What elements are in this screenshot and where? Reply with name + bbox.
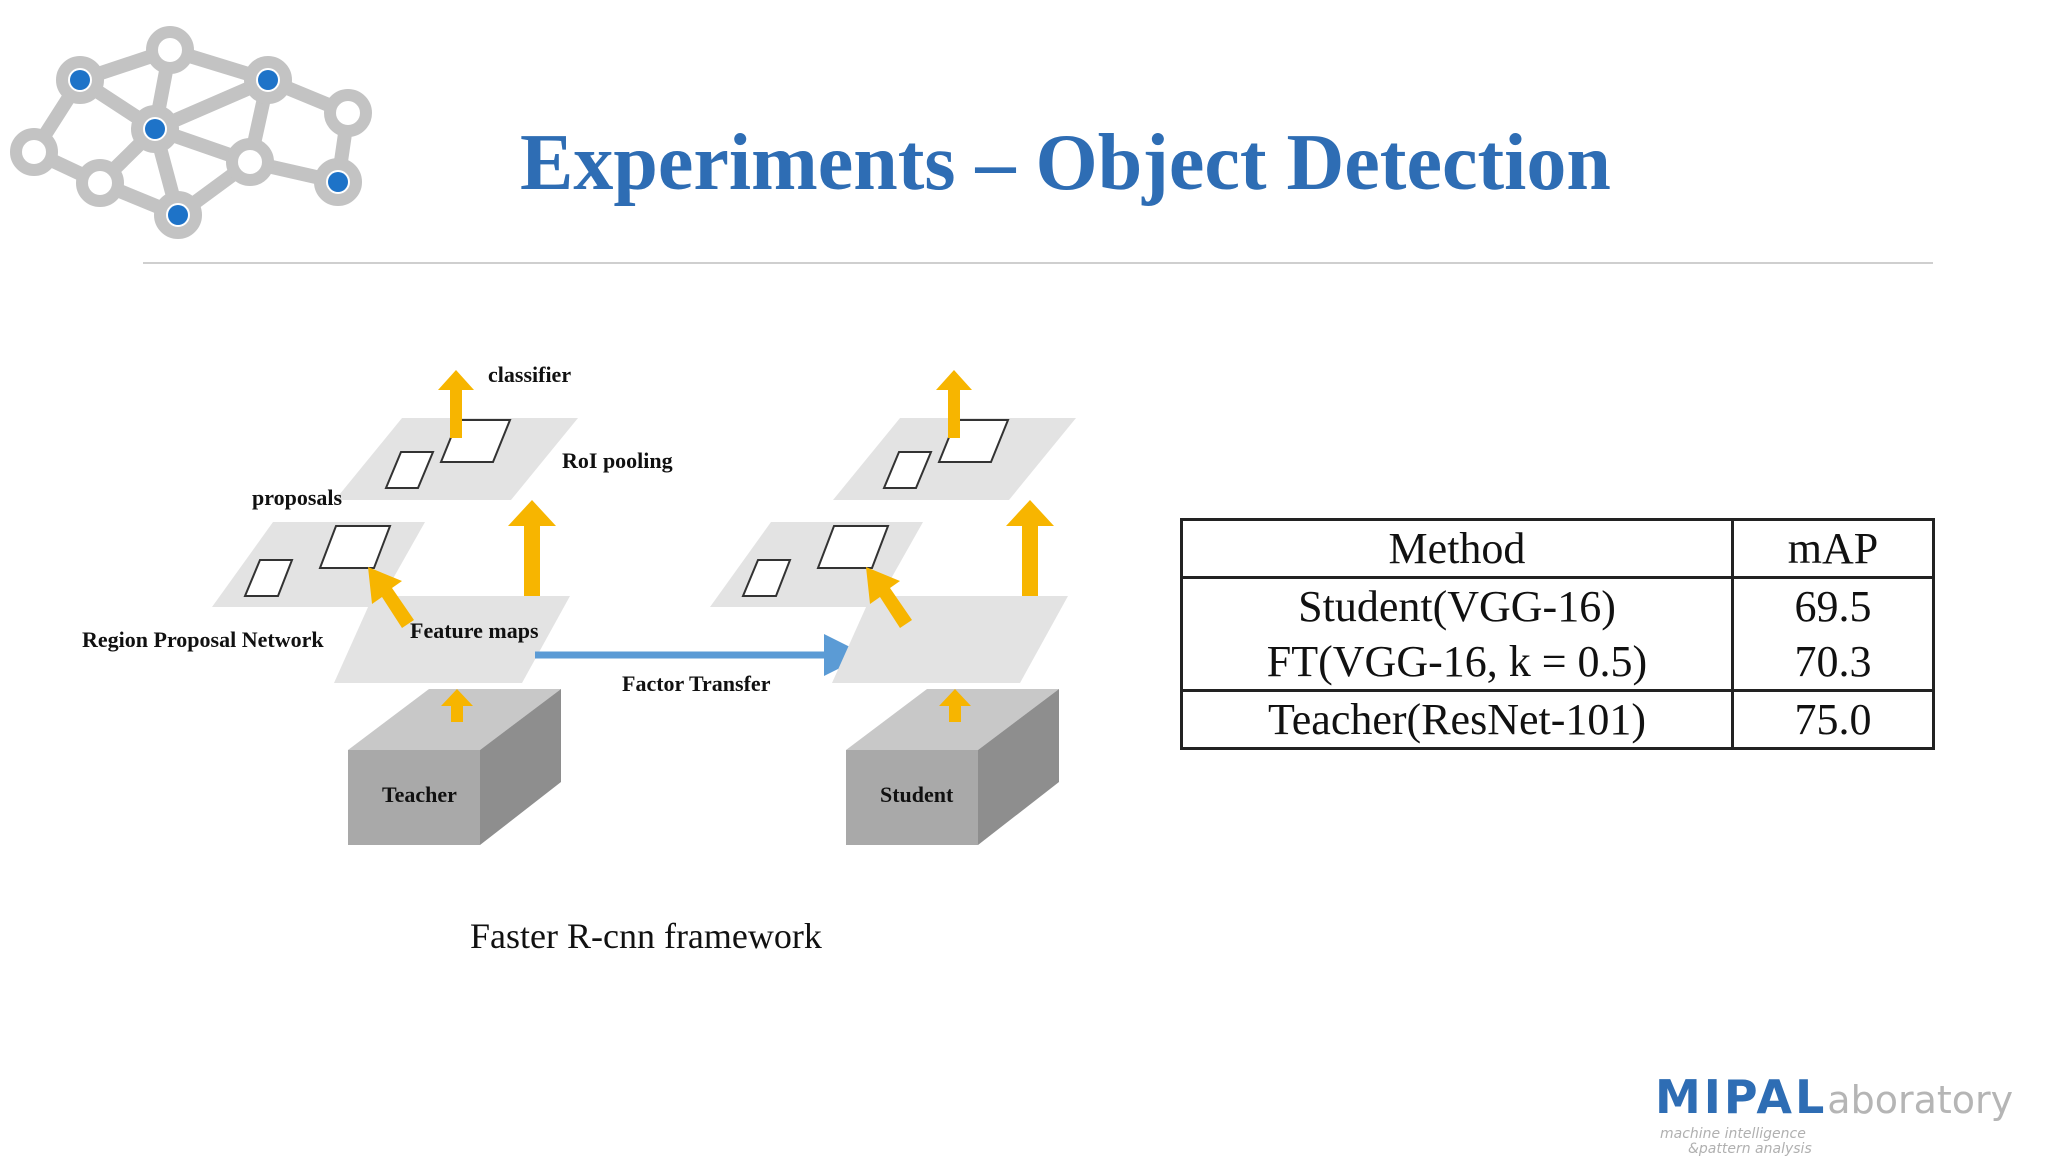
brand-tagline: &pattern analysis [1688,1141,1812,1157]
factor-transfer-label: Factor Transfer [622,671,771,696]
proposal-box [816,525,890,569]
up-arrow-icon [438,370,474,438]
up-arrow-icon [1006,500,1054,596]
up-arrow-icon [939,689,971,722]
method-cell: Student(VGG-16) [1181,577,1734,634]
up-arrow-icon [441,689,473,722]
table-row: Teacher(ResNet-101) 75.0 [1181,690,1934,749]
map-header: mAP [1732,519,1934,579]
student-box-side [978,689,1059,845]
roi-box [882,451,933,489]
results-table: Method mAP Student(VGG-16) 69.5 FT(VGG-1… [1180,518,1935,750]
table-row: Student(VGG-16) 69.5 [1181,577,1934,634]
map-cell: 70.3 [1732,634,1934,692]
proposal-box [318,525,392,569]
teacher-box-side [480,689,561,845]
up-arrow-icon [866,567,912,628]
teacher-label: Teacher [382,782,457,807]
proposals-label: proposals [252,485,343,510]
map-cell: 75.0 [1794,695,1872,744]
teacher-branch: classifier RoI pooling proposals Region … [82,362,673,845]
up-arrow-icon [508,500,556,596]
classifier-label: classifier [488,362,571,387]
feature-maps-label: Feature maps [410,618,539,643]
student-box-front [846,750,978,845]
feature-maps-plane [334,596,570,683]
brand-name-strong: MIPAL [1655,1070,1828,1124]
table-header-row: Method mAP [1181,519,1934,579]
method-header: Method [1181,519,1734,579]
proposal-box [243,559,294,597]
brand-tagline: machine intelligence [1660,1126,1806,1142]
faster-rcnn-diagram: classifier RoI pooling proposals Region … [82,362,1076,845]
roi-box [384,451,435,489]
figure-caption: Faster R-cnn framework [470,916,822,956]
mipal-lab-logo: MIPALaboratory machine intelligence &pat… [1655,1070,2035,1160]
proposal-box [741,559,792,597]
method-cell: Teacher(ResNet-101) [1181,690,1734,749]
feature-maps-plane [832,596,1068,683]
student-label: Student [880,782,954,807]
network-logo-icon [10,26,372,239]
roi-pooling-label: RoI pooling [562,448,673,473]
method-cell: FT(VGG-16, k = 0.5) [1181,634,1734,692]
up-arrow-icon [368,567,414,628]
map-cell: 69.5 [1794,582,1872,631]
table-row: FT(VGG-16, k = 0.5) 70.3 [1181,634,1934,692]
region-proposal-network-label: Region Proposal Network [82,627,324,652]
up-arrow-icon [936,370,972,438]
brand-name: MIPALaboratory [1655,1070,2013,1124]
teacher-box-front [348,750,480,845]
title-divider [143,262,1933,264]
slide-title: Experiments – Object Detection [520,119,1611,207]
brand-name-light: aboratory [1827,1078,2014,1122]
student-branch: Student [710,370,1076,845]
